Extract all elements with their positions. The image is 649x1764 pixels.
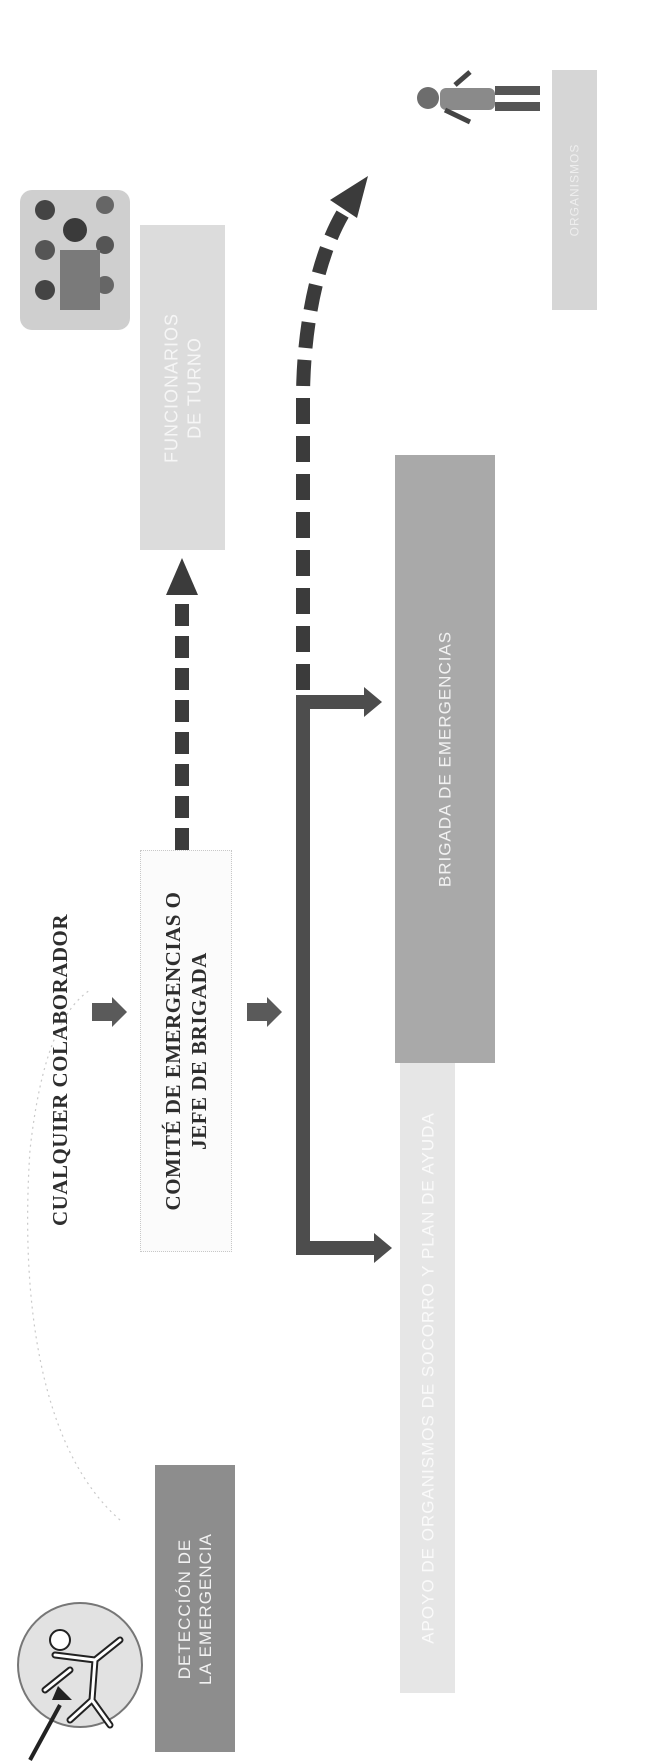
dashed-arrow-funcionarios-head: [166, 558, 198, 595]
brigada-box: BRIGADA DE EMERGENCIAS: [395, 455, 495, 1063]
funcionarios-line1: FUNCIONARIOS: [161, 312, 181, 463]
colaborador-box: CUALQUIER COLABORADOR: [30, 905, 90, 1235]
colaborador-label: CUALQUIER COLABORADOR: [47, 913, 72, 1227]
running-person-icon: [17, 1602, 143, 1761]
block-arrow-comite: [247, 997, 282, 1027]
dashed-arrow-organismos: [296, 206, 351, 690]
comite-line1: COMITÉ DE EMERGENCIAS O: [160, 891, 185, 1211]
bracket-connector: [296, 687, 392, 1263]
block-arrow-colaborador: [92, 997, 127, 1027]
comite-box: COMITÉ DE EMERGENCIAS O JEFE DE BRIGADA: [140, 850, 232, 1252]
group-of-people-icon: [20, 190, 130, 330]
standing-person-icon: [417, 70, 540, 125]
dashed-arrow-organismos-head: [330, 176, 368, 218]
comite-line2: JEFE DE BRIGADA: [187, 952, 211, 1150]
apoyo-box: APOYO DE ORGANISMOS DE SOCORRO Y PLAN DE…: [400, 1063, 455, 1693]
deteccion-line1: DETECCIÓN DE: [174, 1538, 194, 1679]
funcionarios-line2: DE TURNO: [183, 336, 204, 439]
organismos-box: ORGANISMOS: [552, 70, 597, 310]
deteccion-box: DETECCIÓN DE LA EMERGENCIA: [155, 1465, 235, 1752]
organismos-label: ORGANISMOS: [567, 143, 581, 237]
deteccion-line2: LA EMERGENCIA: [196, 1532, 215, 1685]
apoyo-label: APOYO DE ORGANISMOS DE SOCORRO Y PLAN DE…: [417, 1112, 437, 1644]
brigada-label: BRIGADA DE EMERGENCIAS: [435, 630, 455, 888]
funcionarios-box: FUNCIONARIOS DE TURNO: [140, 225, 225, 550]
